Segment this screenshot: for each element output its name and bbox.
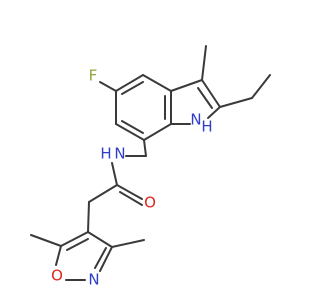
double-bond-inner xyxy=(66,238,89,251)
double-bond-inner xyxy=(94,247,107,269)
bond xyxy=(87,231,113,248)
indole-nitrogen-h-label: H xyxy=(201,118,212,136)
bond xyxy=(99,246,113,272)
bond xyxy=(87,201,90,233)
bond xyxy=(143,123,172,141)
ch2-bond xyxy=(143,139,147,157)
fluorine-label: F xyxy=(89,67,98,85)
indole-nitrogen-label: N xyxy=(190,111,201,129)
double-bond-inner xyxy=(121,81,144,95)
atom-labels: F N H N H O O N xyxy=(51,67,213,289)
methyl-bond xyxy=(111,239,145,248)
bond xyxy=(142,74,172,92)
bond xyxy=(60,231,89,247)
fluorine-bond xyxy=(99,81,117,92)
molecule-canvas: F N H N H O O N xyxy=(30,45,271,289)
bond xyxy=(170,79,203,92)
indole-pyrrole-ring xyxy=(170,79,221,125)
bond xyxy=(88,184,118,203)
carbonyl-double-bond xyxy=(116,184,143,200)
double-bond-inner xyxy=(121,120,144,134)
methyl-bond xyxy=(30,234,62,247)
ethyl-bond xyxy=(219,97,253,108)
bond xyxy=(111,162,118,186)
isoxazole-nitrogen-label: N xyxy=(88,271,99,289)
carbonyl-double-bond xyxy=(119,191,143,206)
amide-nitrogen-label: N xyxy=(114,145,125,163)
methyl-bond xyxy=(201,45,207,81)
isoxazole-ring xyxy=(30,231,145,281)
isoxazole-oxygen-label: O xyxy=(51,267,63,285)
bond xyxy=(207,106,221,119)
amide-nitrogen-h-label: H xyxy=(100,145,111,163)
indole-substituents xyxy=(99,45,271,157)
bond xyxy=(55,245,62,266)
bond xyxy=(201,79,221,108)
carbonyl-oxygen-label: O xyxy=(144,194,156,212)
molecule-structure: F N H N H O O N xyxy=(30,45,271,289)
bond xyxy=(115,123,145,141)
bond xyxy=(115,74,144,92)
amide-chain xyxy=(87,162,143,233)
double-bond-inner xyxy=(197,87,213,109)
ethyl-bond xyxy=(251,74,271,99)
indole-benzene-ring xyxy=(115,74,172,141)
